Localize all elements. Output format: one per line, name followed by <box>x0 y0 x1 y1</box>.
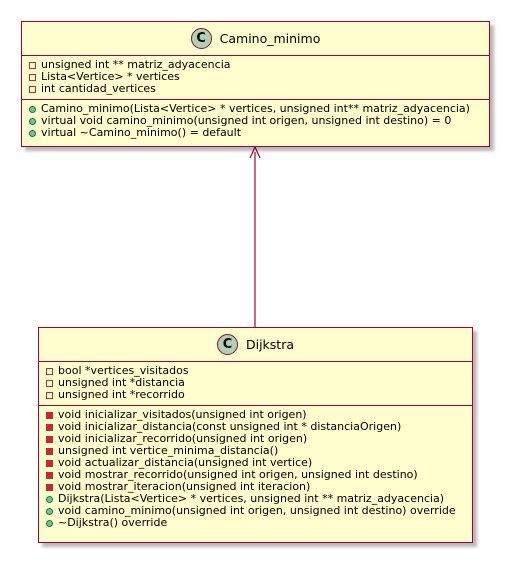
attribute-row: int cantidad_vertices <box>29 83 489 95</box>
attributes-section: unsigned int ** matriz_adyacencia Lista<… <box>22 56 489 99</box>
method-text: void inicializar_recorrido(unsigned int … <box>58 432 308 445</box>
private-method-icon <box>46 435 53 443</box>
method-row: void mostrar_recorrido(unsigned int orig… <box>46 469 472 481</box>
public-method-icon <box>29 129 36 137</box>
method-text: void inicializar_distancia(const unsigne… <box>58 420 402 433</box>
method-text: void camino_minimo(unsigned int origen, … <box>58 504 456 517</box>
private-field-icon <box>46 367 53 375</box>
method-row: void actualizar_distancia(unsigned int v… <box>46 457 472 469</box>
attribute-row: unsigned int *distancia <box>46 377 472 389</box>
method-row: void inicializar_distancia(const unsigne… <box>46 421 472 433</box>
methods-section: Camino_minimo(Lista<Vertice> * vertices,… <box>22 99 489 143</box>
method-row: virtual ~Camino_minimo() = default <box>29 127 489 139</box>
method-row: void mostrar_iteracion(unsigned int iter… <box>46 481 472 493</box>
attribute-row: Lista<Vertice> * vertices <box>29 71 489 83</box>
class-dijkstra[interactable]: C Dijkstra bool *vertices_visitados unsi… <box>38 327 473 543</box>
method-row: void camino_minimo(unsigned int origen, … <box>46 505 472 517</box>
method-text: Dijkstra(Lista<Vertice> * vertices, unsi… <box>58 492 445 505</box>
method-row: Dijkstra(Lista<Vertice> * vertices, unsi… <box>46 493 472 505</box>
method-text: void actualizar_distancia(unsigned int v… <box>58 456 313 469</box>
private-field-icon <box>29 73 36 81</box>
attribute-text: Lista<Vertice> * vertices <box>41 70 180 83</box>
method-text: void mostrar_iteracion(unsigned int iter… <box>58 480 311 493</box>
inheritance-arrowhead <box>249 145 261 159</box>
private-method-icon <box>46 483 53 491</box>
attribute-row: bool *vertices_visitados <box>46 365 472 377</box>
method-row: unsigned int vertice_minima_distancia() <box>46 445 472 457</box>
private-method-icon <box>46 471 53 479</box>
class-name: Camino_minimo <box>219 31 321 46</box>
class-c-icon: C <box>216 334 238 355</box>
method-row: Camino_minimo(Lista<Vertice> * vertices,… <box>29 103 489 115</box>
attribute-text: int cantidad_vertices <box>41 82 156 95</box>
private-method-icon <box>46 459 53 467</box>
class-header: C Dijkstra <box>39 328 472 362</box>
private-field-icon <box>29 61 36 69</box>
public-method-icon <box>46 519 53 527</box>
method-row: void inicializar_visitados(unsigned int … <box>46 409 472 421</box>
attribute-row: unsigned int ** matriz_adyacencia <box>29 59 489 71</box>
method-text: unsigned int vertice_minima_distancia() <box>58 444 279 457</box>
method-row: virtual void camino_minimo(unsigned int … <box>29 115 489 127</box>
private-method-icon <box>46 447 53 455</box>
private-field-icon <box>46 391 53 399</box>
attributes-section: bool *vertices_visitados unsigned int *d… <box>39 362 472 405</box>
private-method-icon <box>46 423 53 431</box>
attribute-text: unsigned int *distancia <box>58 376 185 389</box>
method-row: ~Dijkstra() override <box>46 517 472 529</box>
method-row: void inicializar_recorrido(unsigned int … <box>46 433 472 445</box>
attribute-text: bool *vertices_visitados <box>58 364 189 377</box>
method-text: virtual ~Camino_minimo() = default <box>41 126 242 139</box>
class-camino-minimo[interactable]: C Camino_minimo unsigned int ** matriz_a… <box>21 21 490 147</box>
attribute-text: unsigned int *recorrido <box>58 388 185 401</box>
private-method-icon <box>46 411 53 419</box>
public-method-icon <box>46 507 53 515</box>
method-text: void inicializar_visitados(unsigned int … <box>58 408 307 421</box>
public-method-icon <box>29 105 36 113</box>
method-text: virtual void camino_minimo(unsigned int … <box>41 114 452 127</box>
methods-section: void inicializar_visitados(unsigned int … <box>39 405 472 533</box>
class-name: Dijkstra <box>245 337 295 352</box>
public-method-icon <box>46 495 53 503</box>
private-field-icon <box>29 85 36 93</box>
method-text: void mostrar_recorrido(unsigned int orig… <box>58 468 418 481</box>
private-field-icon <box>46 379 53 387</box>
method-text: ~Dijkstra() override <box>58 516 168 529</box>
class-c-icon: C <box>190 28 212 49</box>
attribute-row: unsigned int *recorrido <box>46 389 472 401</box>
class-header: C Camino_minimo <box>22 22 489 56</box>
method-text: Camino_minimo(Lista<Vertice> * vertices,… <box>41 102 470 115</box>
public-method-icon <box>29 117 36 125</box>
attribute-text: unsigned int ** matriz_adyacencia <box>41 58 231 71</box>
